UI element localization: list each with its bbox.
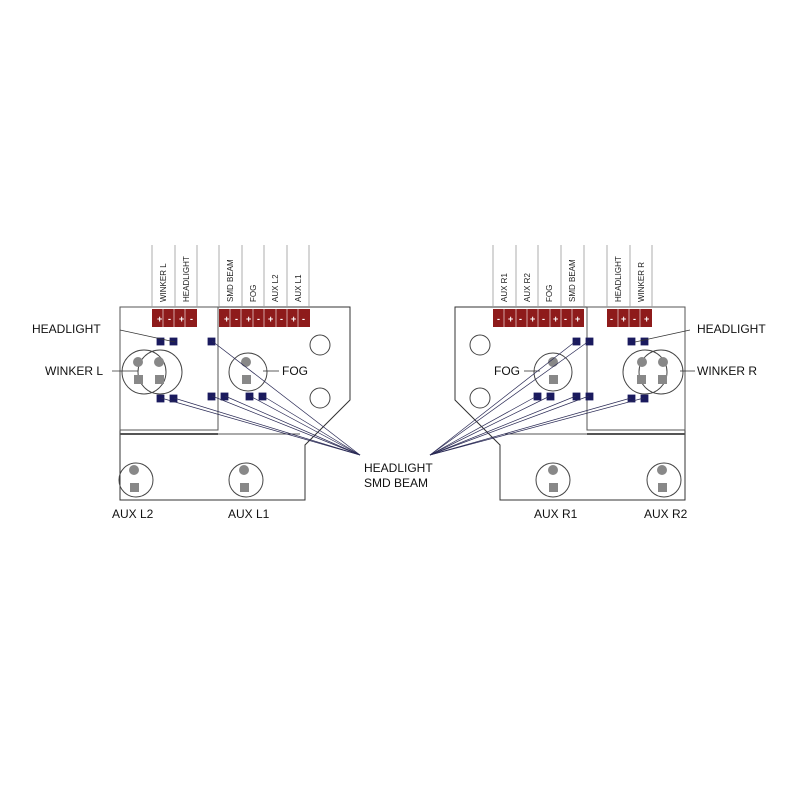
right-callout-winker: WINKER R bbox=[697, 364, 757, 378]
right-pin-6: + bbox=[553, 314, 558, 324]
right-pin-5: - bbox=[542, 314, 545, 324]
wire-label-smd-beam-r: SMD BEAM bbox=[568, 259, 577, 302]
left-pin-9: + bbox=[268, 314, 273, 324]
left-pin-3: + bbox=[179, 314, 184, 324]
right-callout-aux-2: AUX R2 bbox=[644, 507, 688, 521]
wire-label-aux-l2: AUX L2 bbox=[271, 274, 280, 302]
left-wire-columns bbox=[151, 245, 310, 307]
left-pin-10: - bbox=[280, 314, 283, 324]
right-pin-12: + bbox=[644, 314, 649, 324]
left-upper-panel bbox=[119, 306, 219, 431]
right-pcb-outline bbox=[454, 306, 686, 501]
left-pin-6: - bbox=[235, 314, 238, 324]
right-pin-4: + bbox=[530, 314, 535, 324]
right-pin-10: + bbox=[621, 314, 626, 324]
right-aux-r1-led bbox=[535, 462, 571, 498]
left-callout-aux-1: AUX L1 bbox=[228, 507, 270, 521]
right-callout-aux-1: AUX R1 bbox=[534, 507, 578, 521]
left-pin-12: - bbox=[302, 314, 305, 324]
wire-label-winker-r: WINKER R bbox=[637, 262, 646, 302]
left-pin-4: - bbox=[190, 314, 193, 324]
wire-label-headlight-r: HEADLIGHT bbox=[614, 256, 623, 302]
wire-label-fog-l: FOG bbox=[249, 285, 258, 302]
left-fog-led bbox=[228, 352, 268, 392]
smd-beam-leader-lines bbox=[160, 340, 645, 456]
wire-label-aux-r1: AUX R1 bbox=[500, 273, 509, 302]
left-pin-2: - bbox=[168, 314, 171, 324]
right-callout-headlight: HEADLIGHT bbox=[697, 322, 766, 336]
wire-label-aux-l1: AUX L1 bbox=[294, 274, 303, 302]
right-pin-3: - bbox=[519, 314, 522, 324]
right-mount-hole-1 bbox=[469, 334, 491, 356]
left-connector-smd-fog-aux bbox=[219, 309, 310, 327]
right-pin-7: - bbox=[564, 314, 567, 324]
right-fog-led bbox=[533, 352, 573, 392]
wire-label-smd-beam-l: SMD BEAM bbox=[226, 259, 235, 302]
left-callout-aux-2: AUX L2 bbox=[112, 507, 154, 521]
wire-label-aux-r2: AUX R2 bbox=[523, 273, 532, 302]
right-pin-2: + bbox=[508, 314, 513, 324]
right-smd-pads bbox=[533, 337, 649, 403]
left-winker-led bbox=[121, 349, 183, 395]
left-callout-headlight: HEADLIGHT bbox=[32, 322, 101, 336]
right-mount-hole-2 bbox=[469, 387, 491, 409]
wire-label-fog-r: FOG bbox=[545, 285, 554, 302]
center-label-line1: HEADLIGHT bbox=[364, 461, 433, 475]
left-pin-5: + bbox=[224, 314, 229, 324]
right-aux-r2-led bbox=[646, 462, 682, 498]
left-pin-8: - bbox=[257, 314, 260, 324]
right-connector-aux-fog-smd bbox=[493, 309, 584, 327]
right-pin-11: - bbox=[633, 314, 636, 324]
right-wire-columns bbox=[492, 245, 653, 307]
left-callout-fog: FOG bbox=[282, 364, 308, 378]
right-pin-9: - bbox=[610, 314, 613, 324]
left-pcb-outline bbox=[119, 306, 351, 501]
right-callout-fog: FOG bbox=[494, 364, 520, 378]
left-aux-l1-led bbox=[228, 462, 264, 498]
wire-label-headlight-l: HEADLIGHT bbox=[182, 256, 191, 302]
left-board: WINKER L HEADLIGHT SMD BEAM FOG AUX L2 A… bbox=[32, 245, 351, 521]
center-label-line2: SMD BEAM bbox=[364, 476, 428, 490]
wire-label-winker-l: WINKER L bbox=[159, 263, 168, 302]
right-pin-8: + bbox=[575, 314, 580, 324]
left-aux-l2-led bbox=[118, 462, 154, 498]
left-pin-7: + bbox=[246, 314, 251, 324]
left-pin-11: + bbox=[291, 314, 296, 324]
left-callout-winker: WINKER L bbox=[45, 364, 103, 378]
right-pin-1: - bbox=[497, 314, 500, 324]
left-mount-hole-1 bbox=[309, 334, 331, 356]
left-mount-hole-2 bbox=[309, 387, 331, 409]
left-pin-1: + bbox=[157, 314, 162, 324]
right-winker-led bbox=[622, 349, 684, 395]
right-board: AUX R1 AUX R2 FOG SMD BEAM HEADLIGHT WIN… bbox=[454, 245, 766, 521]
